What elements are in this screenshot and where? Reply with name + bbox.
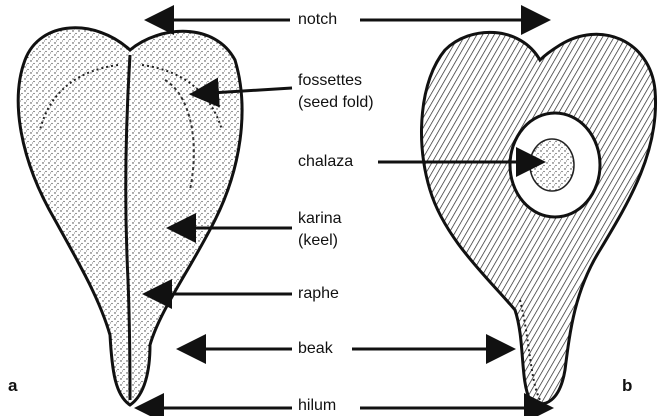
label-fossettes: fossettes <box>296 71 364 90</box>
label-notch: notch <box>296 10 339 29</box>
label-hilum: hilum <box>296 396 338 415</box>
seed-b-chalaza-center <box>530 139 574 191</box>
figure-letter-a: a <box>8 376 17 396</box>
label-karina: karina <box>296 209 344 228</box>
label-raphe: raphe <box>296 284 341 303</box>
label-seed-fold: (seed fold) <box>296 93 376 112</box>
label-keel: (keel) <box>296 231 340 250</box>
figure-letter-b: b <box>622 376 632 396</box>
label-chalaza: chalaza <box>296 152 355 171</box>
label-beak: beak <box>296 339 335 358</box>
